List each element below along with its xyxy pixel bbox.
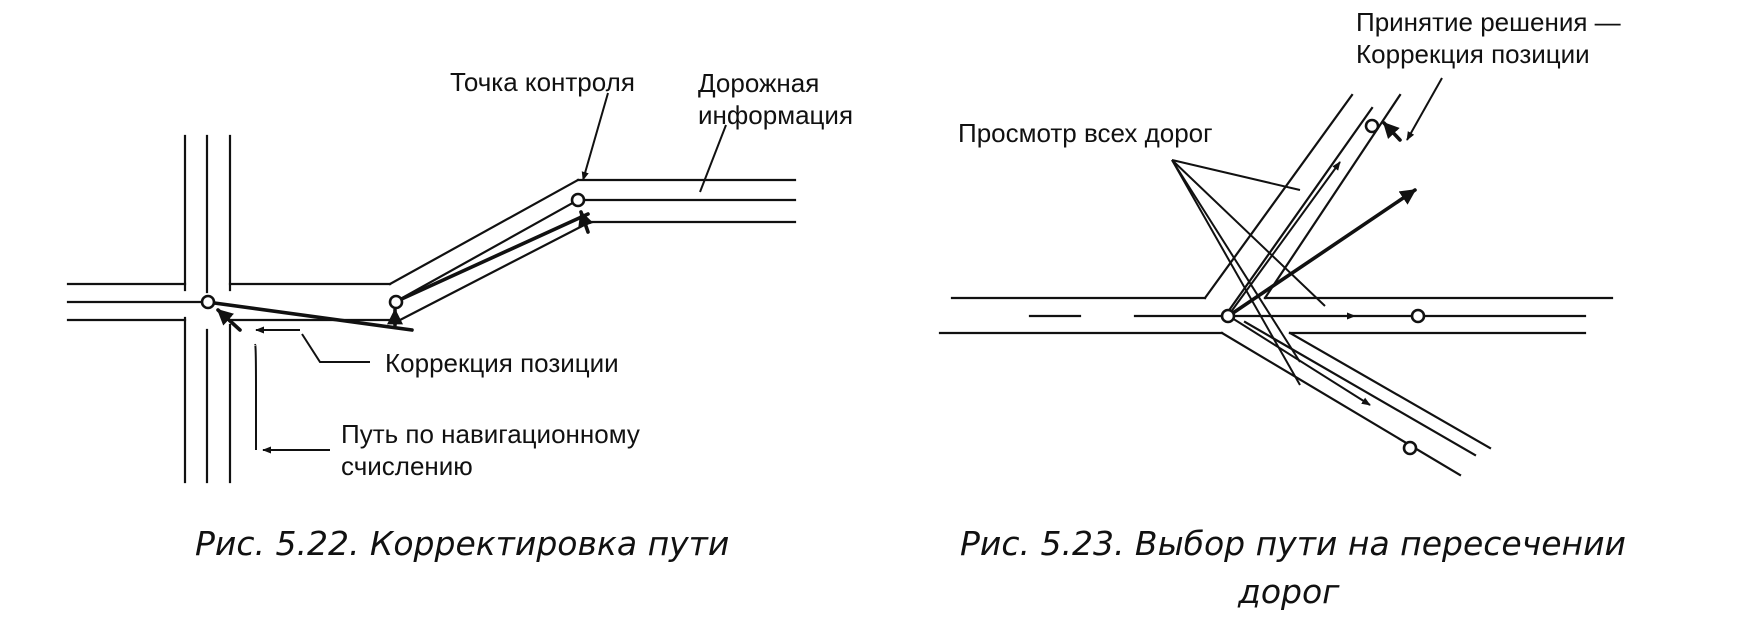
label-view-all-roads: Просмотр всех дорог <box>958 118 1213 148</box>
caption-523-line1: Рис. 5.23. Выбор пути на пересечении <box>960 524 1626 563</box>
dead-reckoning-path <box>205 212 590 332</box>
reckoning-curve <box>254 343 257 450</box>
heading-arrows <box>1227 121 1417 406</box>
leader-decision <box>1406 77 1443 141</box>
lower-diagonal-road <box>1220 320 1492 477</box>
label-dead-reckoning-2: счислению <box>341 451 473 481</box>
node-control-point <box>570 192 586 208</box>
node-lower <box>1402 440 1418 456</box>
figure-522: Точка контроля Дорожная информация Корре… <box>66 67 853 563</box>
horizontal-road-right <box>576 178 797 224</box>
node-straight <box>1410 308 1426 324</box>
node-junction <box>1220 308 1236 324</box>
label-road-info-2: информация <box>698 100 853 130</box>
label-decision-1: Принятие решения — <box>1356 7 1621 37</box>
label-decision-2: Коррекция позиции <box>1356 39 1590 69</box>
main-road <box>938 296 1614 335</box>
label-dead-reckoning-1: Путь по навигационному <box>341 419 640 449</box>
label-position-correction: Коррекция позиции <box>385 348 619 378</box>
node-turn <box>388 294 404 310</box>
leader-road-info <box>699 124 727 193</box>
node-upper <box>1364 118 1380 134</box>
correction-arrows <box>216 210 594 332</box>
leader-position-correction <box>301 333 370 363</box>
figure-523: Принятие решения — Коррекция позиции Про… <box>938 7 1626 611</box>
label-control-point: Точка контроля <box>450 67 635 97</box>
leader-control-point <box>581 92 609 181</box>
horizontal-road-left <box>66 282 402 322</box>
node-intersection <box>200 294 216 310</box>
leader-view-all-roads <box>1171 159 1326 386</box>
vertical-road <box>183 134 232 484</box>
caption-523-line2: дорог <box>1237 572 1340 611</box>
diagonal-road <box>388 178 592 322</box>
label-road-info-1: Дорожная <box>698 68 819 98</box>
caption-522: Рис. 5.22. Корректировка пути <box>195 524 729 563</box>
